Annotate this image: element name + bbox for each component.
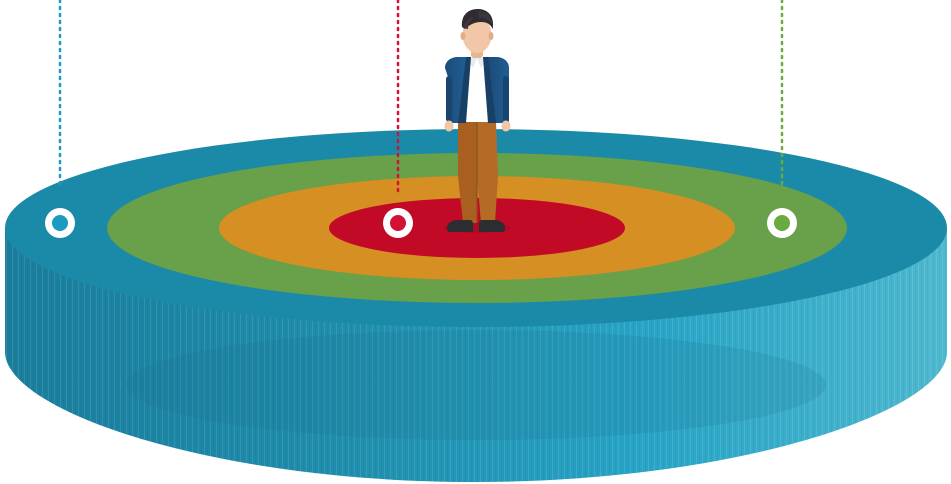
red-marker xyxy=(383,208,413,238)
blue-marker xyxy=(45,208,75,238)
green-marker xyxy=(767,208,797,238)
platform-side-shadow xyxy=(126,330,826,440)
